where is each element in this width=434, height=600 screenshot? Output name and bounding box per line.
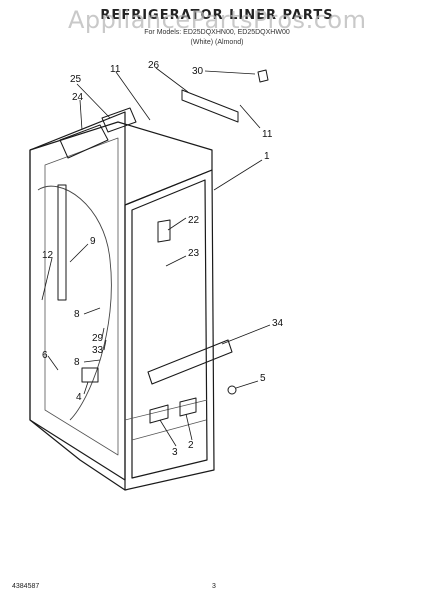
bracket-22	[157, 219, 171, 243]
screw-5	[227, 385, 237, 395]
shelf-support	[147, 339, 233, 385]
watermark: AppliancePartsPros.com	[68, 6, 367, 34]
callout-2: 2	[188, 440, 194, 451]
callout-12: 12	[42, 250, 54, 261]
drain-trough	[81, 367, 99, 383]
bottom-bracket-2	[179, 397, 197, 417]
page-title: REFRIGERATOR LINER PARTS	[100, 8, 334, 23]
callout-1: 1	[264, 151, 270, 162]
shelf-rail	[57, 184, 67, 301]
callout-5: 5	[260, 373, 266, 384]
liner-inner-back	[44, 137, 119, 456]
callout-23: 23	[188, 248, 200, 259]
callout-8: 8	[74, 309, 80, 320]
callout-30: 30	[192, 66, 204, 77]
liner-inner-edge	[131, 179, 208, 479]
callout-8b: 8	[74, 357, 80, 368]
bottom-bracket	[149, 404, 169, 424]
liner-side-curve	[37, 185, 112, 421]
doc-number: 4384587	[12, 583, 40, 590]
liner-back-edge	[29, 150, 126, 491]
callout-24: 24	[72, 92, 84, 103]
callout-29: 29	[92, 333, 104, 344]
callout-22: 22	[188, 215, 200, 226]
callout-25: 25	[70, 74, 82, 85]
callout-33: 33	[92, 345, 104, 356]
liner-left-wall	[29, 111, 126, 481]
hinge-clip	[257, 69, 269, 83]
callout-3: 3	[172, 447, 178, 458]
control-cover	[101, 107, 137, 133]
callout-6: 6	[42, 350, 48, 361]
page-number: 3	[212, 583, 216, 590]
callout-4: 4	[76, 392, 82, 403]
liner-floor	[124, 399, 208, 441]
control-housing	[59, 124, 109, 159]
callout-34: 34	[272, 318, 284, 329]
callout-11b: 11	[262, 129, 273, 140]
callout-26: 26	[148, 60, 160, 71]
callout-11: 11	[110, 64, 121, 75]
model-numbers: For Models: ED25DQXHN00, ED25DQXHW00	[144, 29, 290, 36]
liner-top	[29, 121, 213, 206]
mullion-bracket	[181, 89, 239, 123]
liner-front-frame	[124, 169, 215, 491]
color-options: (White) (Almond)	[190, 39, 244, 46]
callout-9: 9	[90, 236, 96, 247]
